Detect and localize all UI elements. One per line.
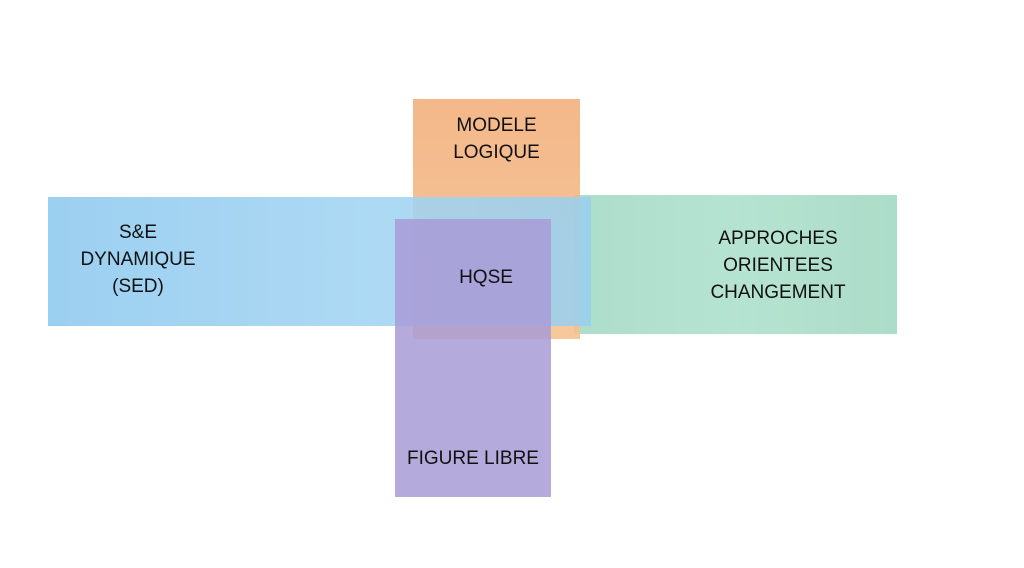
top-block-line-1: MODELE <box>456 115 537 136</box>
top-block-label: MODELE LOGIQUE <box>413 112 580 166</box>
left-block-line-1: S&E <box>118 222 158 243</box>
center-line-1: HQSE <box>459 267 513 288</box>
right-block-label: APPROCHES ORIENTEES CHANGEMENT <box>690 225 866 306</box>
left-block-line-2: DYNAMIQUE <box>80 249 196 270</box>
right-block-line-2: ORIENTEES <box>723 255 833 276</box>
left-block-label: S&E DYNAMIQUE (SED) <box>60 219 216 300</box>
top-block-line-2: LOGIQUE <box>453 142 540 163</box>
bottom-block-line-1: FIGURE LIBRE <box>407 448 539 469</box>
right-block-line-1: APPROCHES <box>718 228 838 249</box>
left-block-line-3: (SED) <box>112 276 164 297</box>
right-block-approches <box>574 195 897 334</box>
bottom-block-label: FIGURE LIBRE <box>395 445 551 472</box>
bottom-block-figure-libre <box>395 219 551 497</box>
right-block-line-3: CHANGEMENT <box>710 282 846 303</box>
center-label: HQSE <box>413 264 559 291</box>
